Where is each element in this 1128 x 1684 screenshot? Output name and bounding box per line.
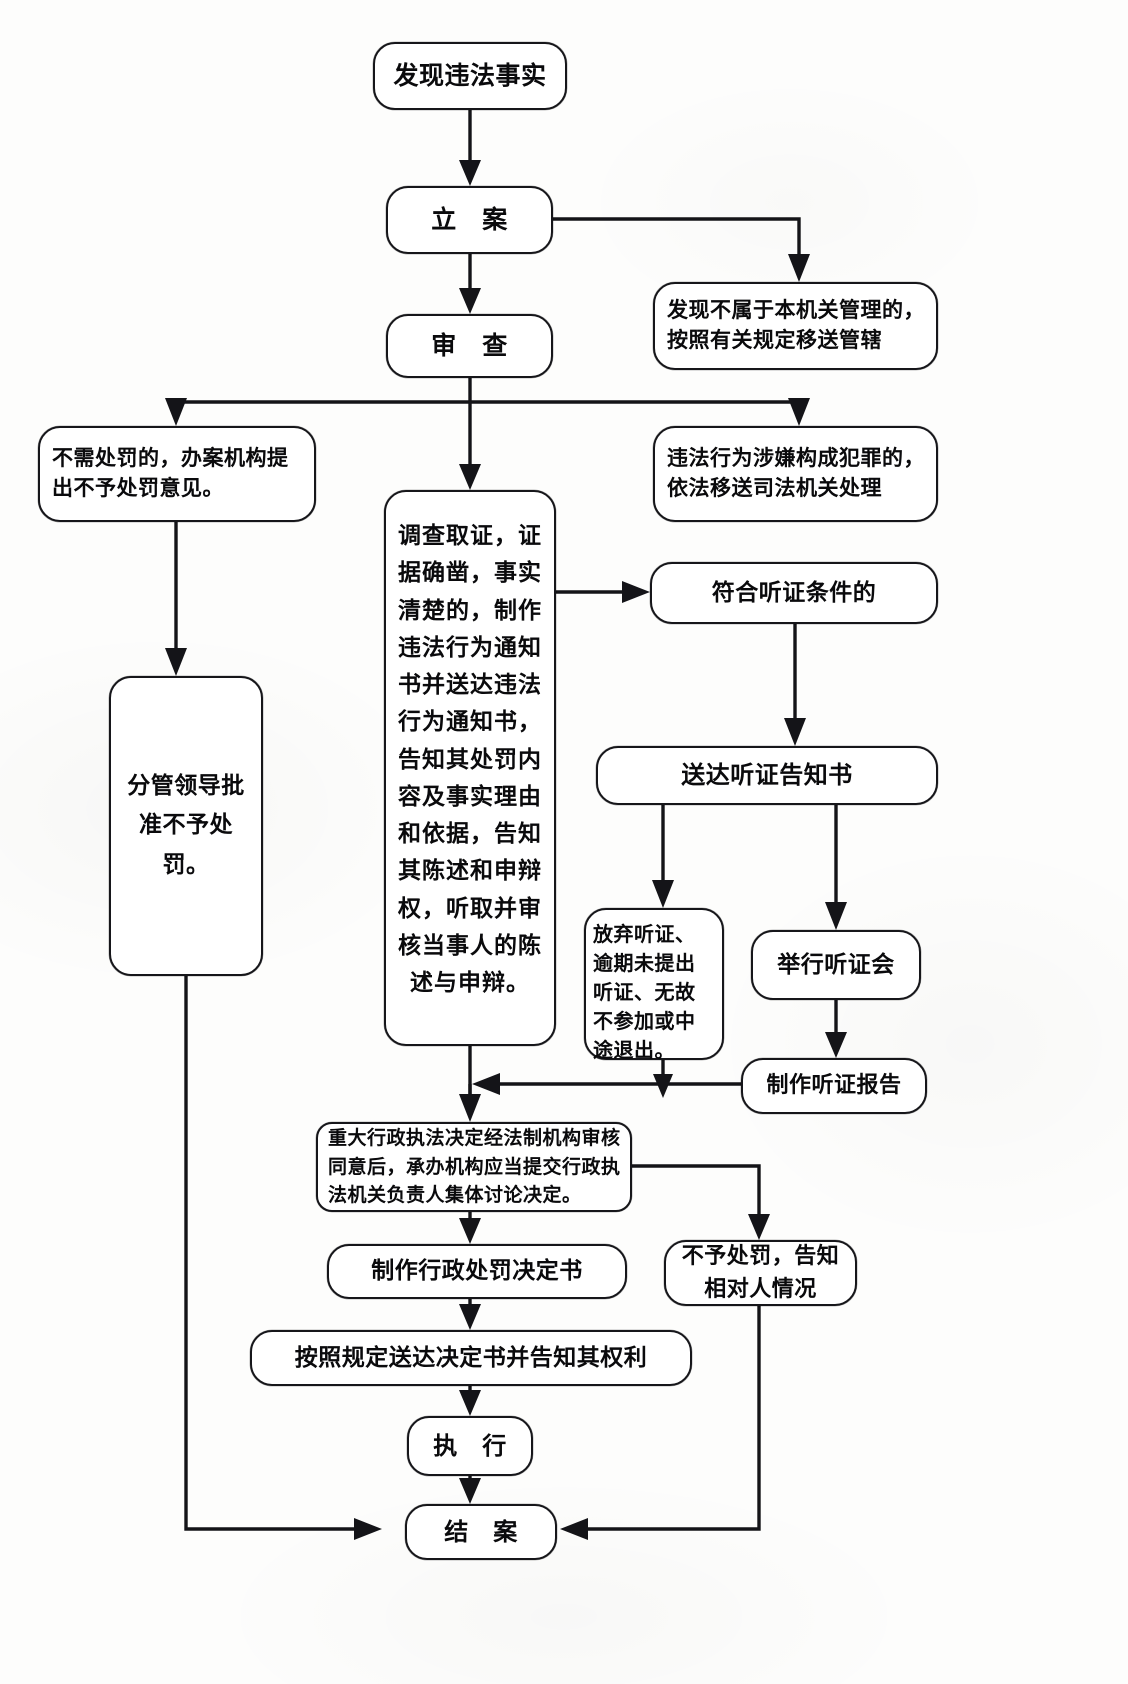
node-transfer-judicial: 违法行为涉嫌构成犯罪的，依法移送司法机关处理: [653, 426, 938, 522]
node-label: 不需处罚的，办案机构提出不予处罚意见。: [52, 446, 289, 500]
node-investigate-evidence: 调查取证，证据确凿，事实清楚的，制作违法行为通知书并送达违法行为通知书，告知其处…: [384, 490, 556, 1046]
node-label: 结 案: [444, 1517, 518, 1546]
node-collective-discussion: 重大行政执法决定经法制机构审核同意后，承办机构应当提交行政执法机关负责人集体讨论…: [316, 1122, 632, 1212]
node-label: 举行听证会: [777, 951, 895, 978]
node-label: 重大行政执法决定经法制机构审核同意后，承办机构应当提交行政执法机关负责人集体讨论…: [328, 1127, 621, 1207]
node-discover-illegal-fact: 发现违法事实: [373, 42, 567, 110]
node-leader-approve-no-penalty: 分管领导批准不予处罚。: [109, 676, 263, 976]
node-label: 制作行政处罚决定书: [371, 1258, 583, 1285]
node-label: 符合听证条件的: [711, 579, 877, 606]
node-label: 放弃听证、逾期未提出听证、无故不参加或中途退出。: [593, 922, 696, 1062]
node-close-case: 结 案: [405, 1504, 557, 1560]
node-make-penalty-decision: 制作行政处罚决定书: [327, 1244, 627, 1299]
node-no-penalty-opinion: 不需处罚的，办案机构提出不予处罚意见。: [38, 426, 316, 522]
node-file-case: 立 案: [386, 186, 553, 254]
node-transfer-jurisdiction: 发现不属于本机关管理的，按照有关规定移送管辖: [653, 282, 938, 370]
node-label: 分管领导批准不予处罚。: [127, 772, 245, 878]
node-serve-hearing-notice: 送达听证告知书: [596, 746, 938, 805]
node-hearing-report: 制作听证报告: [741, 1058, 927, 1114]
node-label: 立 案: [431, 205, 508, 235]
node-serve-decision-inform-rights: 按照规定送达决定书并告知其权利: [250, 1330, 692, 1386]
node-label: 审 查: [431, 331, 508, 361]
node-hold-hearing: 举行听证会: [751, 930, 921, 1000]
node-label: 不予处罚，告知相对人情况: [681, 1244, 840, 1302]
node-waive-hearing: 放弃听证、逾期未提出听证、无故不参加或中途退出。: [584, 908, 724, 1062]
node-label: 制作听证报告: [766, 1073, 902, 1099]
node-hearing-qualified: 符合听证条件的: [650, 562, 938, 624]
node-label: 发现违法事实: [393, 61, 547, 91]
node-execute: 执 行: [407, 1416, 533, 1476]
node-review: 审 查: [386, 314, 553, 378]
node-label: 按照规定送达决定书并告知其权利: [294, 1344, 648, 1371]
node-label: 违法行为涉嫌构成犯罪的，依法移送司法机关处理: [667, 446, 925, 500]
node-no-penalty-inform-party: 不予处罚，告知相对人情况: [664, 1240, 857, 1306]
node-label: 调查取证，证据确凿，事实清楚的，制作违法行为通知书并送达违法行为通知书，告知其处…: [398, 523, 542, 996]
node-label: 执 行: [433, 1431, 507, 1460]
node-label: 发现不属于本机关管理的，按照有关规定移送管辖: [667, 298, 925, 352]
node-label: 送达听证告知书: [681, 761, 853, 790]
